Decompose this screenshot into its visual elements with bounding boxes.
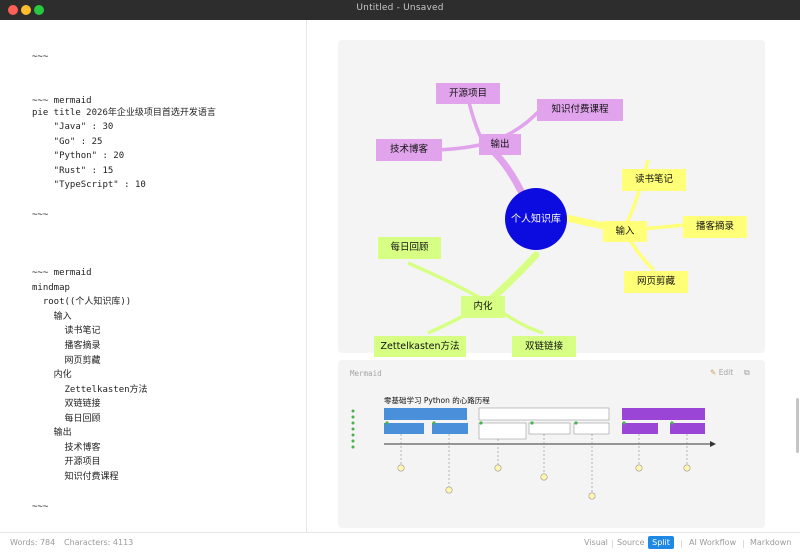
code-line[interactable]: ~~~ <box>32 502 49 512</box>
code-line[interactable]: 双链链接 <box>32 399 101 409</box>
code-line[interactable]: 播客摘录 <box>32 341 101 351</box>
code-line[interactable]: root((个人知识库)) <box>32 297 132 307</box>
close-window-button[interactable] <box>8 5 18 15</box>
zoom-window-button[interactable] <box>34 5 44 15</box>
mode-split-button[interactable]: Split <box>648 536 674 549</box>
code-line[interactable]: pie title 2026年企业级项目首选开发语言 <box>32 108 216 118</box>
title-bar: Untitled - Unsaved <box>0 0 800 20</box>
mermaid-card: Mermaid ✎ Edit ⧉ 零基础学习 Python 的心路历程 <box>338 360 765 528</box>
code-line[interactable]: 知识付费课程 <box>32 472 119 482</box>
mode-separator: | <box>611 539 614 548</box>
code-line[interactable]: "TypeScript" : 10 <box>32 180 146 190</box>
mindmap-branch-output: 输出 <box>479 134 521 155</box>
word-count: Words: 784 <box>10 538 56 547</box>
code-line[interactable]: "Python" : 20 <box>32 151 125 161</box>
mindmap-card: 个人知识库 开源项目 知识付费课程 技术博客 输出 读书笔记 播客摘录 输入 网… <box>338 40 765 357</box>
timeline-diagram <box>351 407 716 500</box>
code-line[interactable]: 读书笔记 <box>32 326 101 336</box>
code-line[interactable]: 内化 <box>32 370 72 380</box>
code-line[interactable]: 输入 <box>32 312 72 322</box>
code-line[interactable]: "Rust" : 15 <box>32 166 114 176</box>
code-line[interactable]: 技术博客 <box>32 443 101 453</box>
status-separator-2: | <box>742 539 745 548</box>
mode-visual-button[interactable]: Visual <box>584 538 608 547</box>
code-line[interactable]: Zettelkasten方法 <box>32 385 148 395</box>
code-line[interactable]: 每日回顾 <box>32 414 101 424</box>
markdown-format-label[interactable]: Markdown <box>750 538 792 547</box>
code-line[interactable]: ~~~ mermaid <box>32 268 92 278</box>
source-editor[interactable]: ~~~ ~~~ mermaid pie title 2026年企业级项目首选开发语言… <box>0 20 307 532</box>
code-line[interactable]: 网页剪藏 <box>32 356 101 366</box>
preview-pane: 个人知识库 开源项目 知识付费课程 技术博客 输出 读书笔记 播客摘录 输入 网… <box>307 20 800 532</box>
code-line[interactable]: ~~~ <box>32 210 49 220</box>
mindmap-node-reading-notes: 读书笔记 <box>622 169 686 191</box>
code-line[interactable]: mindmap <box>32 283 70 293</box>
mindmap-node-bidirectional-links: 双链链接 <box>512 336 576 357</box>
character-count: Characters: 4113 <box>64 538 134 547</box>
code-line[interactable]: ~~~ mermaid <box>32 96 92 106</box>
mindmap-branch-input: 输入 <box>603 221 647 242</box>
mindmap-links <box>407 93 684 335</box>
mindmap-root: 个人知识库 <box>511 214 561 225</box>
mindmap-node-daily-review: 每日回顾 <box>378 237 441 259</box>
mindmap-node-podcast: 播客摘录 <box>683 216 747 238</box>
minimize-window-button[interactable] <box>21 5 31 15</box>
mindmap-branch-internalize: 内化 <box>461 296 505 318</box>
mindmap-node-tech-blog: 技术博客 <box>376 139 442 161</box>
mindmap-node-zettelkasten: Zettelkasten方法 <box>374 336 466 357</box>
mode-source-button[interactable]: Source <box>617 538 645 547</box>
code-line[interactable]: "Java" : 30 <box>32 122 114 132</box>
window-title: Untitled - Unsaved <box>356 3 444 13</box>
mermaid-edit-button[interactable]: ✎ Edit <box>710 368 734 377</box>
code-line[interactable]: 输出 <box>32 428 72 438</box>
status-separator: | <box>680 539 683 548</box>
mindmap-node-open-source: 开源项目 <box>436 83 500 104</box>
timeline-title: 零基础学习 Python 的心路历程 <box>384 396 490 405</box>
code-line[interactable]: "Go" : 25 <box>32 137 103 147</box>
mermaid-label: Mermaid <box>350 369 382 378</box>
mindmap-root-circle <box>505 188 567 250</box>
status-bar: Words: 784 Characters: 4113 Visual | Sou… <box>0 532 800 553</box>
code-line[interactable]: ~~~ <box>32 52 49 62</box>
code-line[interactable]: 开源项目 <box>32 457 101 467</box>
pencil-icon: ✎ <box>710 368 717 377</box>
ai-workflow-button[interactable]: AI Workflow <box>689 538 737 547</box>
mindmap-node-paid-course: 知识付费课程 <box>537 99 623 121</box>
copy-icon[interactable]: ⧉ <box>744 368 750 377</box>
mindmap-node-web-clip: 网页剪藏 <box>624 271 688 293</box>
preview-scrollbar[interactable] <box>796 398 799 453</box>
